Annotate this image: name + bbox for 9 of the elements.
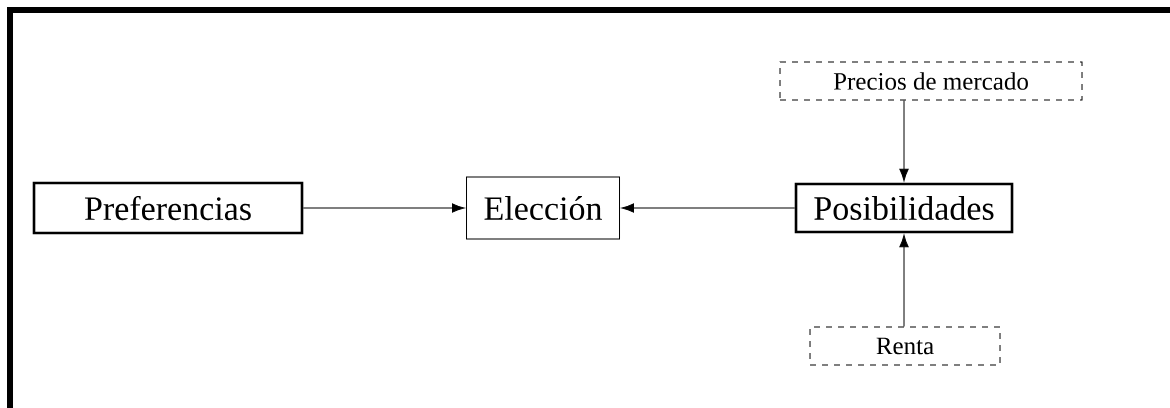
concept-box: Preferencias [32,181,304,235]
concept-box: Posibilidades [794,182,1014,234]
arrow [302,203,465,213]
arrow [621,203,796,213]
dashed-box: Renta [809,326,1001,366]
arrow [899,234,909,327]
concept-box: Elección [466,176,620,240]
arrow [899,100,909,182]
dashed-box: Precios de mercado [779,61,1083,101]
